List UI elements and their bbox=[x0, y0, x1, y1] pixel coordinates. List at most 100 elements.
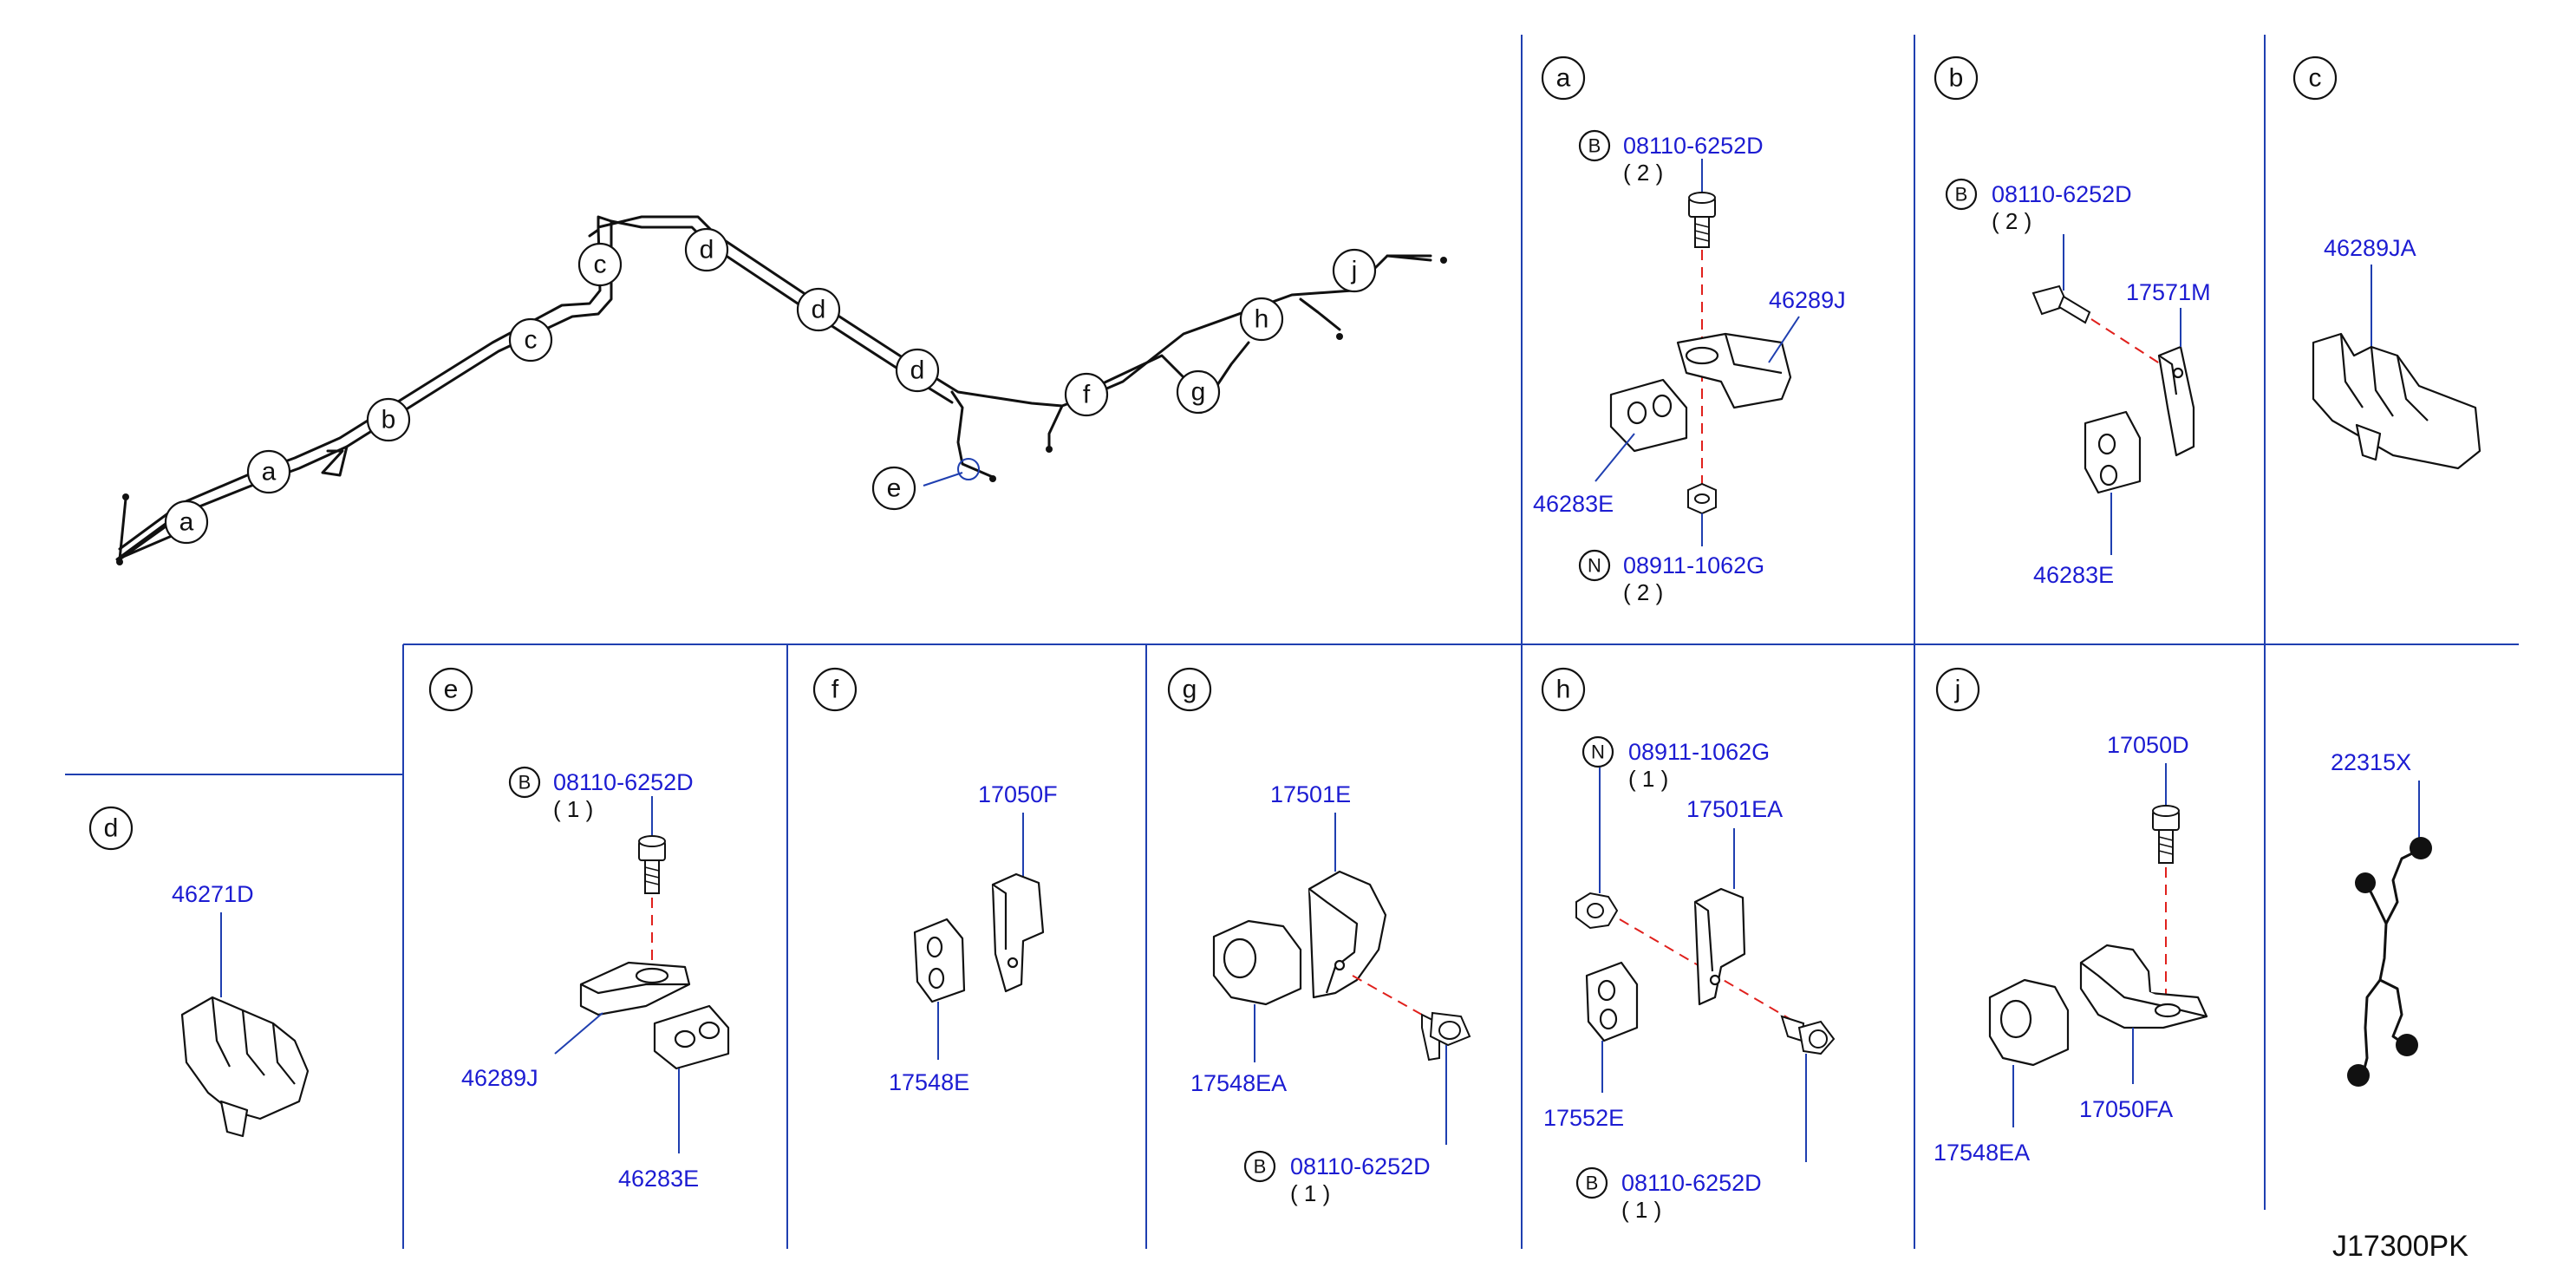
clip-46289ja-icon bbox=[2312, 332, 2481, 470]
tube-routing-overview bbox=[115, 215, 1447, 565]
clamp-17501ea-icon bbox=[1693, 887, 1746, 1006]
route-callout: d bbox=[895, 348, 940, 393]
grommet-46283e-icon bbox=[1609, 378, 1688, 453]
part-number: 46271D bbox=[172, 881, 254, 907]
part-number: 17501EA bbox=[1686, 796, 1783, 822]
svg-text:d: d bbox=[700, 236, 714, 265]
part-number: 46289J bbox=[1769, 287, 1846, 313]
section-dividers bbox=[65, 35, 2519, 1249]
bolt-icon bbox=[1421, 1011, 1471, 1062]
section-label: d bbox=[104, 814, 119, 843]
section-label: e bbox=[444, 676, 459, 704]
section-d: d 46271D bbox=[88, 806, 310, 1138]
svg-text:d: d bbox=[812, 296, 826, 324]
part-number: 17548EA bbox=[1190, 1070, 1287, 1096]
quantity: ( 2 ) bbox=[1623, 579, 1663, 605]
part-number: 08110-6252D bbox=[553, 769, 694, 795]
section-label: b bbox=[1949, 64, 1964, 93]
part-number: 17548E bbox=[889, 1069, 969, 1095]
route-callout: b bbox=[366, 397, 411, 442]
svg-text:g: g bbox=[1191, 378, 1206, 407]
part-number: 17050F bbox=[978, 781, 1058, 807]
part-number: 46289JA bbox=[2324, 235, 2416, 261]
grommet-17548ea-icon bbox=[1988, 978, 2070, 1067]
quantity: ( 2 ) bbox=[1623, 160, 1663, 186]
clamp-17571m-icon bbox=[2157, 345, 2195, 457]
part-number: 22315X bbox=[2331, 749, 2411, 775]
bolt-icon bbox=[1780, 1015, 1836, 1055]
svg-text:d: d bbox=[910, 356, 925, 385]
quantity: ( 1 ) bbox=[1621, 1197, 1661, 1223]
clamp-17050fa-icon bbox=[2079, 944, 2208, 1029]
clamp-17501e-icon bbox=[1308, 870, 1387, 999]
section-c: c 46289JA bbox=[2292, 56, 2481, 470]
svg-text:b: b bbox=[382, 406, 396, 434]
part-number: 08911-1062G bbox=[1628, 739, 1770, 765]
route-callout: j bbox=[1332, 248, 1377, 293]
route-callout: h bbox=[1239, 297, 1284, 342]
svg-text:a: a bbox=[179, 508, 194, 537]
route-callout: g bbox=[1176, 369, 1221, 415]
bolt-symbol: B bbox=[518, 772, 532, 794]
quantity: ( 1 ) bbox=[1290, 1180, 1330, 1206]
route-callout: e bbox=[871, 466, 916, 511]
part-number: 08110-6252D bbox=[1290, 1153, 1431, 1179]
svg-text:c: c bbox=[525, 326, 538, 355]
section-label: f bbox=[831, 676, 839, 704]
section-label: a bbox=[1556, 64, 1571, 93]
bolt-symbol: B bbox=[1254, 1156, 1267, 1178]
quantity: ( 1 ) bbox=[1628, 766, 1668, 792]
bolt-icon bbox=[1688, 192, 1716, 248]
part-number: 08911-1062G bbox=[1623, 552, 1764, 578]
grommet-17552e-icon bbox=[1585, 961, 1639, 1042]
part-number: 17548EA bbox=[1934, 1140, 2030, 1166]
part-number: 08110-6252D bbox=[1621, 1170, 1762, 1196]
clip-46289j-icon bbox=[1676, 332, 1792, 409]
section-label: h bbox=[1556, 676, 1571, 704]
section-e: e B 08110-6252D ( 1 ) 46289J 46283E bbox=[428, 667, 730, 1192]
grommet-46283e-icon bbox=[2084, 410, 2142, 494]
grommet-46283e-icon bbox=[653, 1004, 730, 1070]
section-g: g 17501E 17548EA B 08110-6252D ( 1 ) bbox=[1167, 667, 1471, 1206]
part-number: 17050FA bbox=[2079, 1096, 2173, 1122]
section-j: j 17050D 17050FA 17548EA bbox=[1934, 667, 2208, 1166]
bolt-symbol: B bbox=[1955, 184, 1968, 206]
bolt-icon bbox=[638, 835, 666, 894]
section-label: g bbox=[1183, 676, 1197, 704]
route-callouts: a a b c c d d d e f g h j bbox=[164, 227, 1377, 545]
route-callout: f bbox=[1064, 372, 1109, 417]
part-number: 17552E bbox=[1543, 1105, 1624, 1131]
quantity: ( 1 ) bbox=[553, 796, 593, 822]
clamp-17050f-icon bbox=[991, 872, 1045, 993]
svg-text:f: f bbox=[1083, 381, 1091, 409]
bolt-symbol: B bbox=[1586, 1173, 1599, 1194]
part-number: 46289J bbox=[461, 1065, 538, 1091]
section-h: h N 08911-1062G ( 1 ) 17501EA 17552E bbox=[1541, 667, 1836, 1223]
part-number: 17501E bbox=[1270, 781, 1351, 807]
section-f: f 17050F 17548E bbox=[812, 667, 1058, 1095]
quantity: ( 2 ) bbox=[1992, 208, 2031, 234]
part-number: 46283E bbox=[618, 1166, 699, 1192]
nut-symbol: N bbox=[1591, 741, 1605, 763]
part-number: 17050D bbox=[2107, 732, 2189, 758]
diagram-code: J17300PK bbox=[2332, 1230, 2468, 1263]
route-callout: a bbox=[246, 449, 291, 494]
bolt-icon bbox=[2031, 284, 2091, 324]
svg-text:c: c bbox=[594, 251, 607, 279]
svg-text:j: j bbox=[1351, 257, 1358, 285]
svg-text:e: e bbox=[887, 474, 902, 503]
part-number: 46283E bbox=[2033, 562, 2114, 588]
nut-symbol: N bbox=[1588, 555, 1601, 577]
part-number: 08110-6252D bbox=[1623, 133, 1764, 159]
clip-46289j-icon bbox=[579, 961, 691, 1016]
svg-text:a: a bbox=[262, 458, 277, 487]
clip-46271d-icon bbox=[180, 996, 310, 1138]
section-label: c bbox=[2309, 64, 2322, 93]
part-number: 46283E bbox=[1533, 491, 1614, 517]
part-number: 08110-6252D bbox=[1992, 181, 2132, 207]
harness-22315x: 22315X bbox=[2331, 749, 2432, 1087]
bolt-symbol: B bbox=[1588, 135, 1601, 157]
route-callout: c bbox=[508, 317, 553, 363]
section-a: a B 08110-6252D ( 2 ) 46289J 46283E bbox=[1533, 56, 1846, 605]
